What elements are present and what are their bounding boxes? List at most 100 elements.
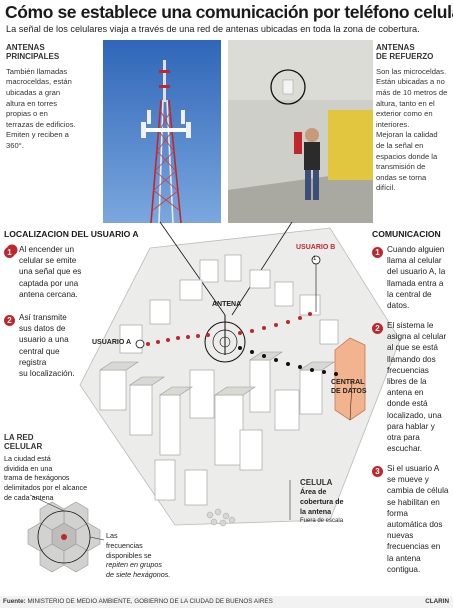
refuerzo-line: difícil. (376, 183, 396, 193)
red-line: trama de hexágonos (4, 473, 70, 483)
com-step-line: donde está (387, 399, 428, 409)
principales-line: Emiten y reciben a (6, 130, 69, 140)
red-heading-2: CELULAR (4, 442, 43, 452)
com-step-line: datos. (387, 301, 410, 311)
com-step-line: frecuencias en (387, 542, 441, 552)
com-step-line: para hablar y (387, 421, 435, 431)
usuario-b-marker: 1 (313, 256, 317, 262)
refuerzo-block: ANTENAS DE REFUERZO Son las microceldas.… (376, 43, 453, 194)
central-label-2: DE DATOS (331, 388, 367, 395)
com-step-line: llamada entra a (387, 278, 444, 288)
principales-line: También llamadas (6, 66, 68, 76)
com-step-num: 2 (372, 323, 383, 334)
antena-label: ANTENA (212, 301, 242, 308)
celula-note: Fuera de escala (300, 517, 344, 524)
refuerzo-line: Están ubicadas a no (376, 77, 445, 87)
central-label-1: CENTRAL (331, 379, 365, 386)
com-step-line: frecuencias (387, 365, 429, 375)
footer-source: Fuente: MINISTERIO DE MEDIO AMBIENTE, GO… (3, 598, 273, 605)
refuerzo-heading-2: DE REFUERZO (376, 52, 434, 62)
com-step-line: localizado, una (387, 410, 442, 420)
com-step-num: 1 (372, 247, 383, 258)
red-line: dividida en una (4, 463, 53, 473)
refuerzo-line: interiores. (376, 119, 410, 129)
frecuencias-line: frecuencias (106, 540, 143, 550)
com-step-line: forma (387, 508, 408, 518)
page-subtitle: La señal de los celulares viaja a través… (6, 24, 420, 34)
frecuencias-block: Las frecuencias disponibles se repiten e… (106, 531, 196, 580)
com-step-line: Cuando alguien (387, 245, 445, 254)
red-line: delimitados por el alcance (4, 483, 88, 493)
refuerzo-line: espacios donde la (376, 151, 438, 161)
loc-step-line: una señal que es (19, 267, 82, 277)
loc-step-line: central que (19, 346, 60, 356)
city-illustration (6, 221, 401, 573)
footer-source-text: MINISTERIO DE MEDIO AMBIENTE, GOBIERNO D… (27, 598, 273, 605)
red-block: LA RED CELULAR La ciudad está dividida e… (4, 433, 109, 503)
loc-step-line: Así transmite (19, 313, 67, 322)
com-step-line: la central de (387, 289, 432, 299)
celula-line: cobertura de (300, 497, 344, 507)
com-step-line: El sistema le (387, 321, 434, 330)
usuario-a-label: USUARIO A (92, 339, 132, 346)
com-step-line: Si el usuario A (387, 464, 440, 473)
frecuencias-line: repiten en grupos (106, 560, 162, 570)
refuerzo-line: ondas se torna (376, 172, 427, 182)
refuerzo-line: exterior como en (376, 109, 433, 119)
com-step-line: llama al celular (387, 256, 442, 266)
red-line: de cada antena (4, 493, 54, 502)
com-step-line: libres de la (387, 377, 427, 387)
celula-line: la antena (300, 507, 332, 516)
loc-step-line: usuario a una (19, 335, 69, 345)
com-step-line: escuchar. (387, 444, 423, 454)
com-step-line: se mueve y (387, 475, 429, 485)
principales-line: 360°. (6, 140, 24, 150)
com-step-line: automática dos (387, 520, 443, 530)
comunicacion-heading: COMUNICACION (372, 229, 441, 239)
com-step-line: otra para (387, 433, 420, 443)
page-title: Cómo se establece una comunicación por t… (5, 2, 453, 22)
refuerzo-line: altura, tanto en el (376, 98, 435, 108)
loc-step-line: su localización. (19, 369, 75, 379)
principales-line: propias o en (6, 109, 48, 119)
com-step-line: del usuario A, la (387, 267, 446, 277)
loc-step-1: Al encender un celular se emite una seña… (19, 244, 105, 300)
loc-step-line: antena cercana. (19, 289, 78, 299)
frecuencias-line: de siete hexágonos. (106, 570, 171, 580)
red-heading-1: LA RED (4, 433, 34, 442)
celula-line: Área de (300, 487, 327, 497)
com-step-line: nuevas (387, 531, 414, 541)
loc-step-num: 2 (4, 315, 15, 326)
principales-line: macroceldas, están (6, 77, 72, 87)
principales-line: altura en torres (6, 98, 58, 108)
com-step-line: llamando dos (387, 354, 436, 364)
principales-block: ANTENAS PRINCIPALES También llamadas mac… (6, 43, 102, 152)
refuerzo-heading-1: ANTENAS (376, 43, 415, 52)
com-step-num: 3 (372, 466, 383, 477)
loc-step-line: Al encender un (19, 245, 75, 254)
principales-line: terrazas de edificios. (6, 119, 76, 129)
refuerzo-line: Mejoran la calidad (376, 130, 438, 140)
tower-photo (103, 40, 221, 223)
footer-brand: CLARIN (425, 598, 449, 605)
loc-step-line: registra (19, 357, 47, 367)
refuerzo-line: de la señal en (376, 140, 424, 150)
celula-heading: CELULA (300, 478, 333, 487)
frecuencias-line: Las (106, 531, 118, 540)
usuario-b-label: USUARIO B (296, 244, 336, 251)
loc-step-line: celular se emite (19, 256, 77, 266)
loc-step-num: 1 (4, 247, 15, 258)
footer-bar (0, 596, 453, 608)
com-step-line: asigna al celular (387, 332, 447, 342)
com-step-1: Cuando alguien llama al celular del usua… (387, 244, 453, 311)
com-step-2: El sistema le asigna al celular al que s… (387, 320, 453, 454)
com-step-3: Si el usuario A se mueve y cambia de cél… (387, 463, 453, 575)
com-step-line: se habilitan en (387, 497, 440, 507)
com-step-line: cambia de célula (387, 486, 449, 496)
refuerzo-line: más de 10 metros de (376, 88, 448, 97)
microcell-photo (228, 40, 373, 223)
footer-source-label: Fuente: (3, 598, 26, 605)
frecuencias-line: disponibles se (106, 550, 152, 560)
principales-heading-1: ANTENAS (6, 43, 45, 52)
principales-heading-2: PRINCIPALES (6, 52, 60, 62)
